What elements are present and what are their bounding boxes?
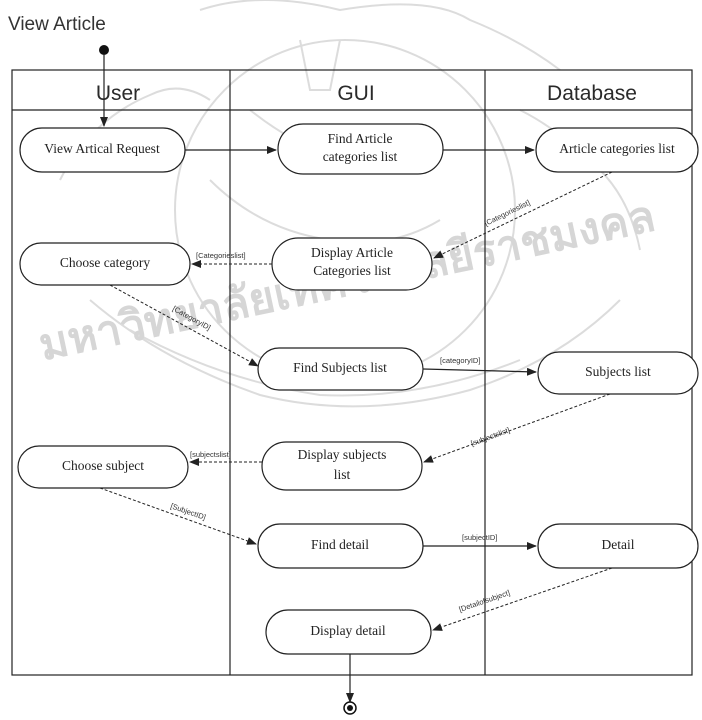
edge-choose-subject-to-find-detail: [99, 487, 257, 545]
node-choose-subject: Choose subject: [17, 445, 189, 489]
node-find-article-categories-line2: categories list: [323, 149, 398, 164]
label-subjectid-gui: [subjectID]: [462, 533, 497, 542]
node-subjects-list-label: Subjects list: [585, 364, 651, 379]
node-detail-label: Detail: [602, 537, 635, 552]
node-find-subjects-list: Find Subjects list: [257, 347, 424, 391]
label-subjectslist-db: [subjectslist]: [470, 425, 511, 447]
edge-detail-to-display-detail: [432, 567, 613, 631]
label-subjectid-user: [SubjectID]: [169, 501, 207, 521]
node-view-request: View Artical Request: [19, 127, 186, 173]
object-flows: [99, 171, 613, 631]
label-categoryid-gui: [categoryID]: [440, 356, 480, 365]
node-article-categories-list: Article categories list: [535, 127, 699, 173]
node-display-subjects-list-line2: list: [334, 467, 351, 482]
node-find-detail-label: Find detail: [311, 537, 369, 552]
node-choose-subject-label: Choose subject: [62, 458, 144, 473]
node-detail: Detail: [537, 523, 699, 569]
node-display-subjects-list-line1: Display subjects: [298, 447, 387, 462]
node-display-detail: Display detail: [265, 609, 432, 655]
lane-user-title: User: [96, 82, 140, 105]
node-find-subjects-list-label: Find Subjects list: [293, 360, 387, 375]
node-display-article-categories-line2: Categories list: [313, 263, 391, 278]
edge-db-subjects-to-display: [423, 393, 611, 463]
diagram-title: View Article: [8, 14, 106, 35]
node-subjects-list: Subjects list: [537, 351, 699, 395]
edge-choose-category-to-find-subjects: [109, 284, 259, 367]
control-flows: [185, 146, 537, 703]
edge-find-subjects-to-subjects-list: [422, 367, 537, 376]
final-node: [343, 701, 357, 715]
node-display-article-categories: Display Article Categories list: [271, 237, 433, 291]
node-choose-category-label: Choose category: [60, 255, 151, 270]
node-display-subjects-list: Display subjects list: [261, 441, 423, 491]
node-find-detail: Find detail: [257, 523, 424, 569]
node-display-article-categories-line1: Display Article: [311, 245, 393, 260]
lane-database-title: Database: [547, 82, 637, 105]
lane-gui-title: GUI: [337, 82, 374, 105]
initial-node: [99, 45, 109, 55]
node-choose-category: Choose category: [19, 242, 191, 286]
edge-db-categories-to-display: [433, 171, 613, 259]
label-categorieslist-ui: [Categorieslist]: [196, 251, 246, 260]
watermark-seal: มหาวิทยาลัยเทคโนโลยีราชมงคล: [34, 0, 660, 408]
node-display-detail-label: Display detail: [310, 623, 386, 638]
node-view-request-label: View Artical Request: [44, 141, 160, 156]
node-find-article-categories-line1: Find Article: [328, 131, 393, 146]
node-find-article-categories: Find Article categories list: [277, 123, 444, 175]
label-subjectslist-ui: [subjectslist]: [190, 450, 231, 459]
node-article-categories-list-label: Article categories list: [559, 141, 675, 156]
